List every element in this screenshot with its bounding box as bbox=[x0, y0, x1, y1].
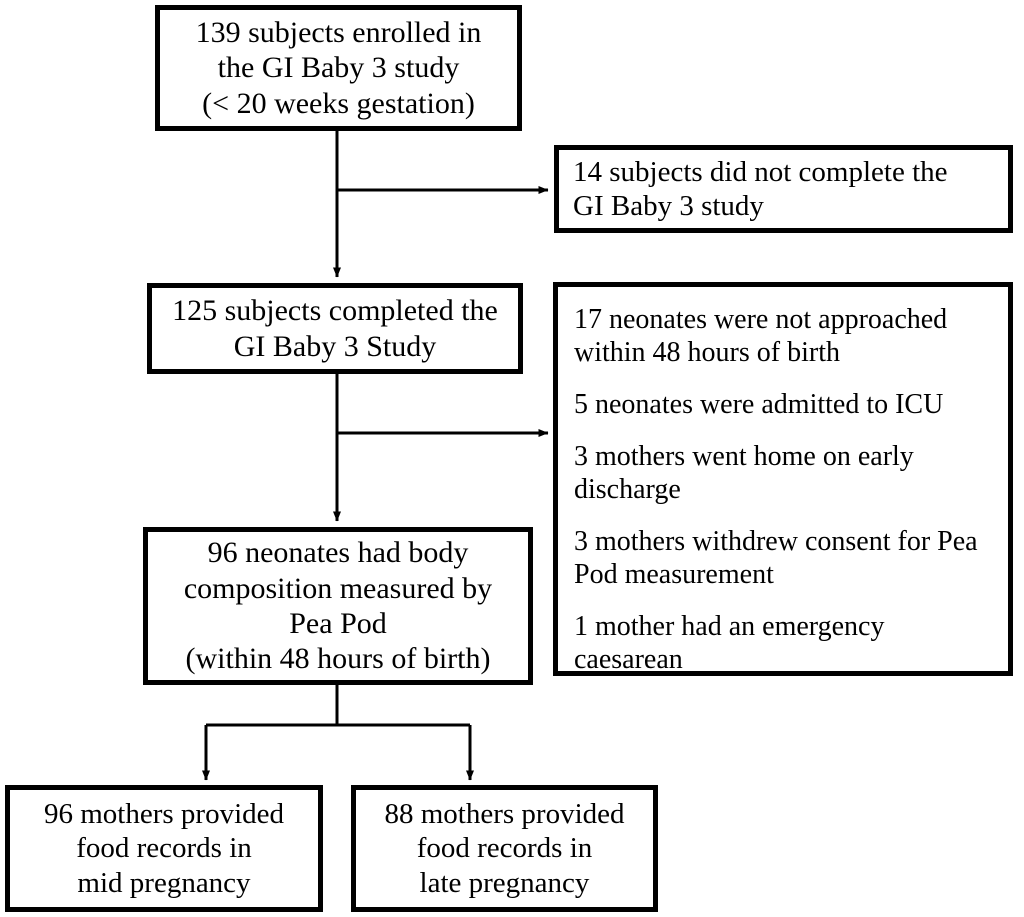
node-late-pregnancy: 88 mothers provided food records in late… bbox=[351, 785, 658, 912]
node-mid-pregnancy: 96 mothers provided food records in mid … bbox=[5, 785, 323, 912]
node-not-complete-line-1: 14 subjects did not complete the bbox=[573, 155, 948, 188]
node-late-pregnancy-line-1: 88 mothers provided bbox=[384, 798, 625, 831]
node-enrolled-line-1: 139 subjects enrolled in bbox=[195, 15, 482, 49]
node-completed-line-1: 125 subjects completed the bbox=[172, 294, 498, 328]
node-exclusions: 17 neonates were not approached within 4… bbox=[553, 282, 1013, 676]
node-enrolled: 139 subjects enrolled in the GI Baby 3 s… bbox=[155, 5, 522, 131]
node-enrolled-line-2: the GI Baby 3 study bbox=[217, 51, 460, 85]
exclusion-item: 17 neonates were not approached within 4… bbox=[574, 304, 948, 369]
node-peapod-line-4: (within 48 hours of birth) bbox=[185, 642, 491, 676]
node-mid-pregnancy-line-1: 96 mothers provided bbox=[43, 798, 284, 831]
node-enrolled-line-3: (< 20 weeks gestation) bbox=[202, 86, 475, 120]
node-mid-pregnancy-line-2: food records in bbox=[76, 832, 252, 865]
node-peapod-line-1: 96 neonates had body bbox=[207, 536, 469, 570]
node-not-complete: 14 subjects did not complete the GI Baby… bbox=[554, 145, 1013, 233]
exclusion-item: 3 mothers went home on early discharge bbox=[574, 441, 914, 506]
exclusion-item: 3 mothers withdrew consent for Pea Pod m… bbox=[574, 526, 978, 591]
exclusion-item: 5 neonates were admitted to ICU bbox=[574, 389, 944, 421]
node-peapod-line-2: composition measured by bbox=[183, 571, 493, 605]
exclusion-item: 1 mother had an emergency caesarean bbox=[574, 611, 885, 676]
node-late-pregnancy-line-3: late pregnancy bbox=[419, 866, 590, 899]
node-completed: 125 subjects completed the GI Baby 3 Stu… bbox=[147, 283, 523, 374]
node-not-complete-line-2: GI Baby 3 study bbox=[573, 190, 764, 222]
node-completed-line-2: GI Baby 3 Study bbox=[233, 329, 437, 363]
node-peapod: 96 neonates had body composition measure… bbox=[143, 527, 533, 685]
node-mid-pregnancy-line-3: mid pregnancy bbox=[77, 866, 251, 899]
node-late-pregnancy-line-2: food records in bbox=[416, 832, 593, 865]
node-peapod-line-3: Pea Pod bbox=[289, 607, 387, 640]
